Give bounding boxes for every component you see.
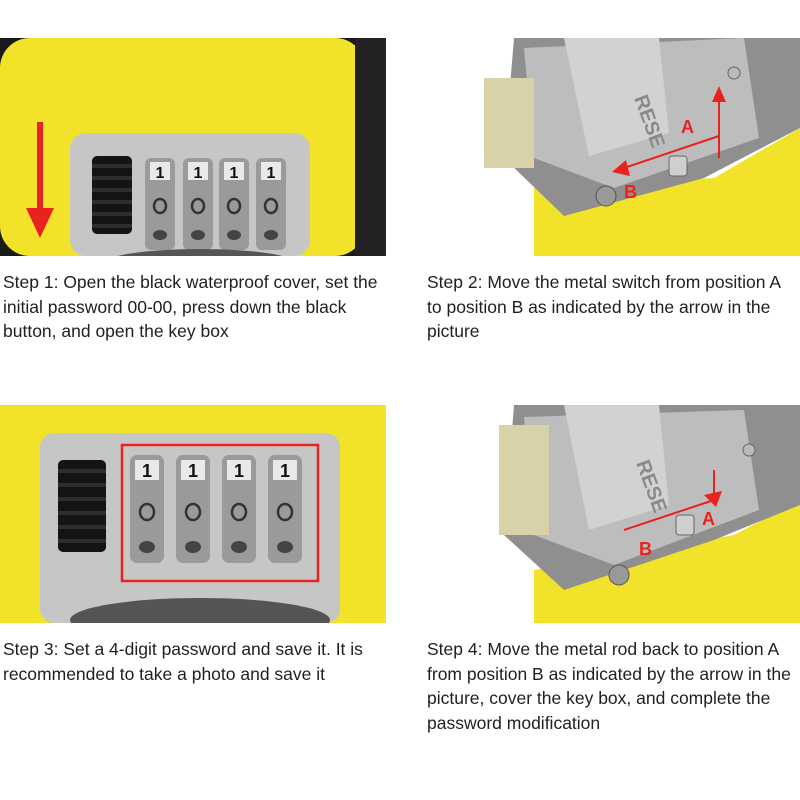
step-4-caption: Step 4: Move the metal rod back to posit… — [414, 623, 800, 757]
reset-switch-icon: A B — [623, 470, 722, 559]
dial-digit: 1 — [142, 461, 152, 481]
step-1-caption: Step 1: Open the black waterproof cover,… — [0, 256, 386, 390]
down-arrow-icon — [26, 122, 54, 238]
dial-digit: 1 — [156, 165, 165, 182]
step-1-photo: 1 1 1 1 — [0, 38, 386, 256]
step-1-panel: 1 1 1 1 Step 1: Open the black waterproo… — [0, 38, 386, 390]
position-b-label: B — [639, 539, 652, 559]
dial-digit: 1 — [194, 165, 203, 182]
step-3-photo: 1 1 1 1 — [0, 405, 386, 623]
combination-dials-icon: 1 1 1 1 — [130, 455, 302, 563]
panel-gap — [390, 38, 414, 764]
step-2-photo: A B RESE — [414, 38, 800, 256]
dial-digit: 1 — [230, 165, 239, 182]
dials-highlight-box — [120, 443, 320, 583]
dial-digit: 1 — [188, 461, 198, 481]
dial-digit: 1 — [234, 461, 244, 481]
step-4-photo: A B RESE — [414, 405, 800, 623]
dial-digit: 1 — [280, 461, 290, 481]
step-3-caption: Step 3: Set a 4-digit password and save … — [0, 623, 386, 757]
dial-digit: 1 — [267, 165, 276, 182]
step-3-panel: 1 1 1 1 Step 3: Set a 4-digit password a… — [0, 405, 386, 757]
position-b-label: B — [624, 182, 637, 202]
step-4-panel: A B RESE Step 4: Move the metal rod back… — [414, 405, 800, 757]
position-a-label: A — [702, 509, 715, 529]
reset-switch-icon: A B — [612, 86, 726, 202]
position-a-label: A — [681, 117, 694, 137]
step-2-caption: Step 2: Move the metal switch from posit… — [414, 256, 800, 390]
combination-dials-icon: 1 1 1 1 — [145, 158, 286, 250]
step-2-panel: A B RESE Step 2: Move the metal switch f… — [414, 38, 800, 390]
